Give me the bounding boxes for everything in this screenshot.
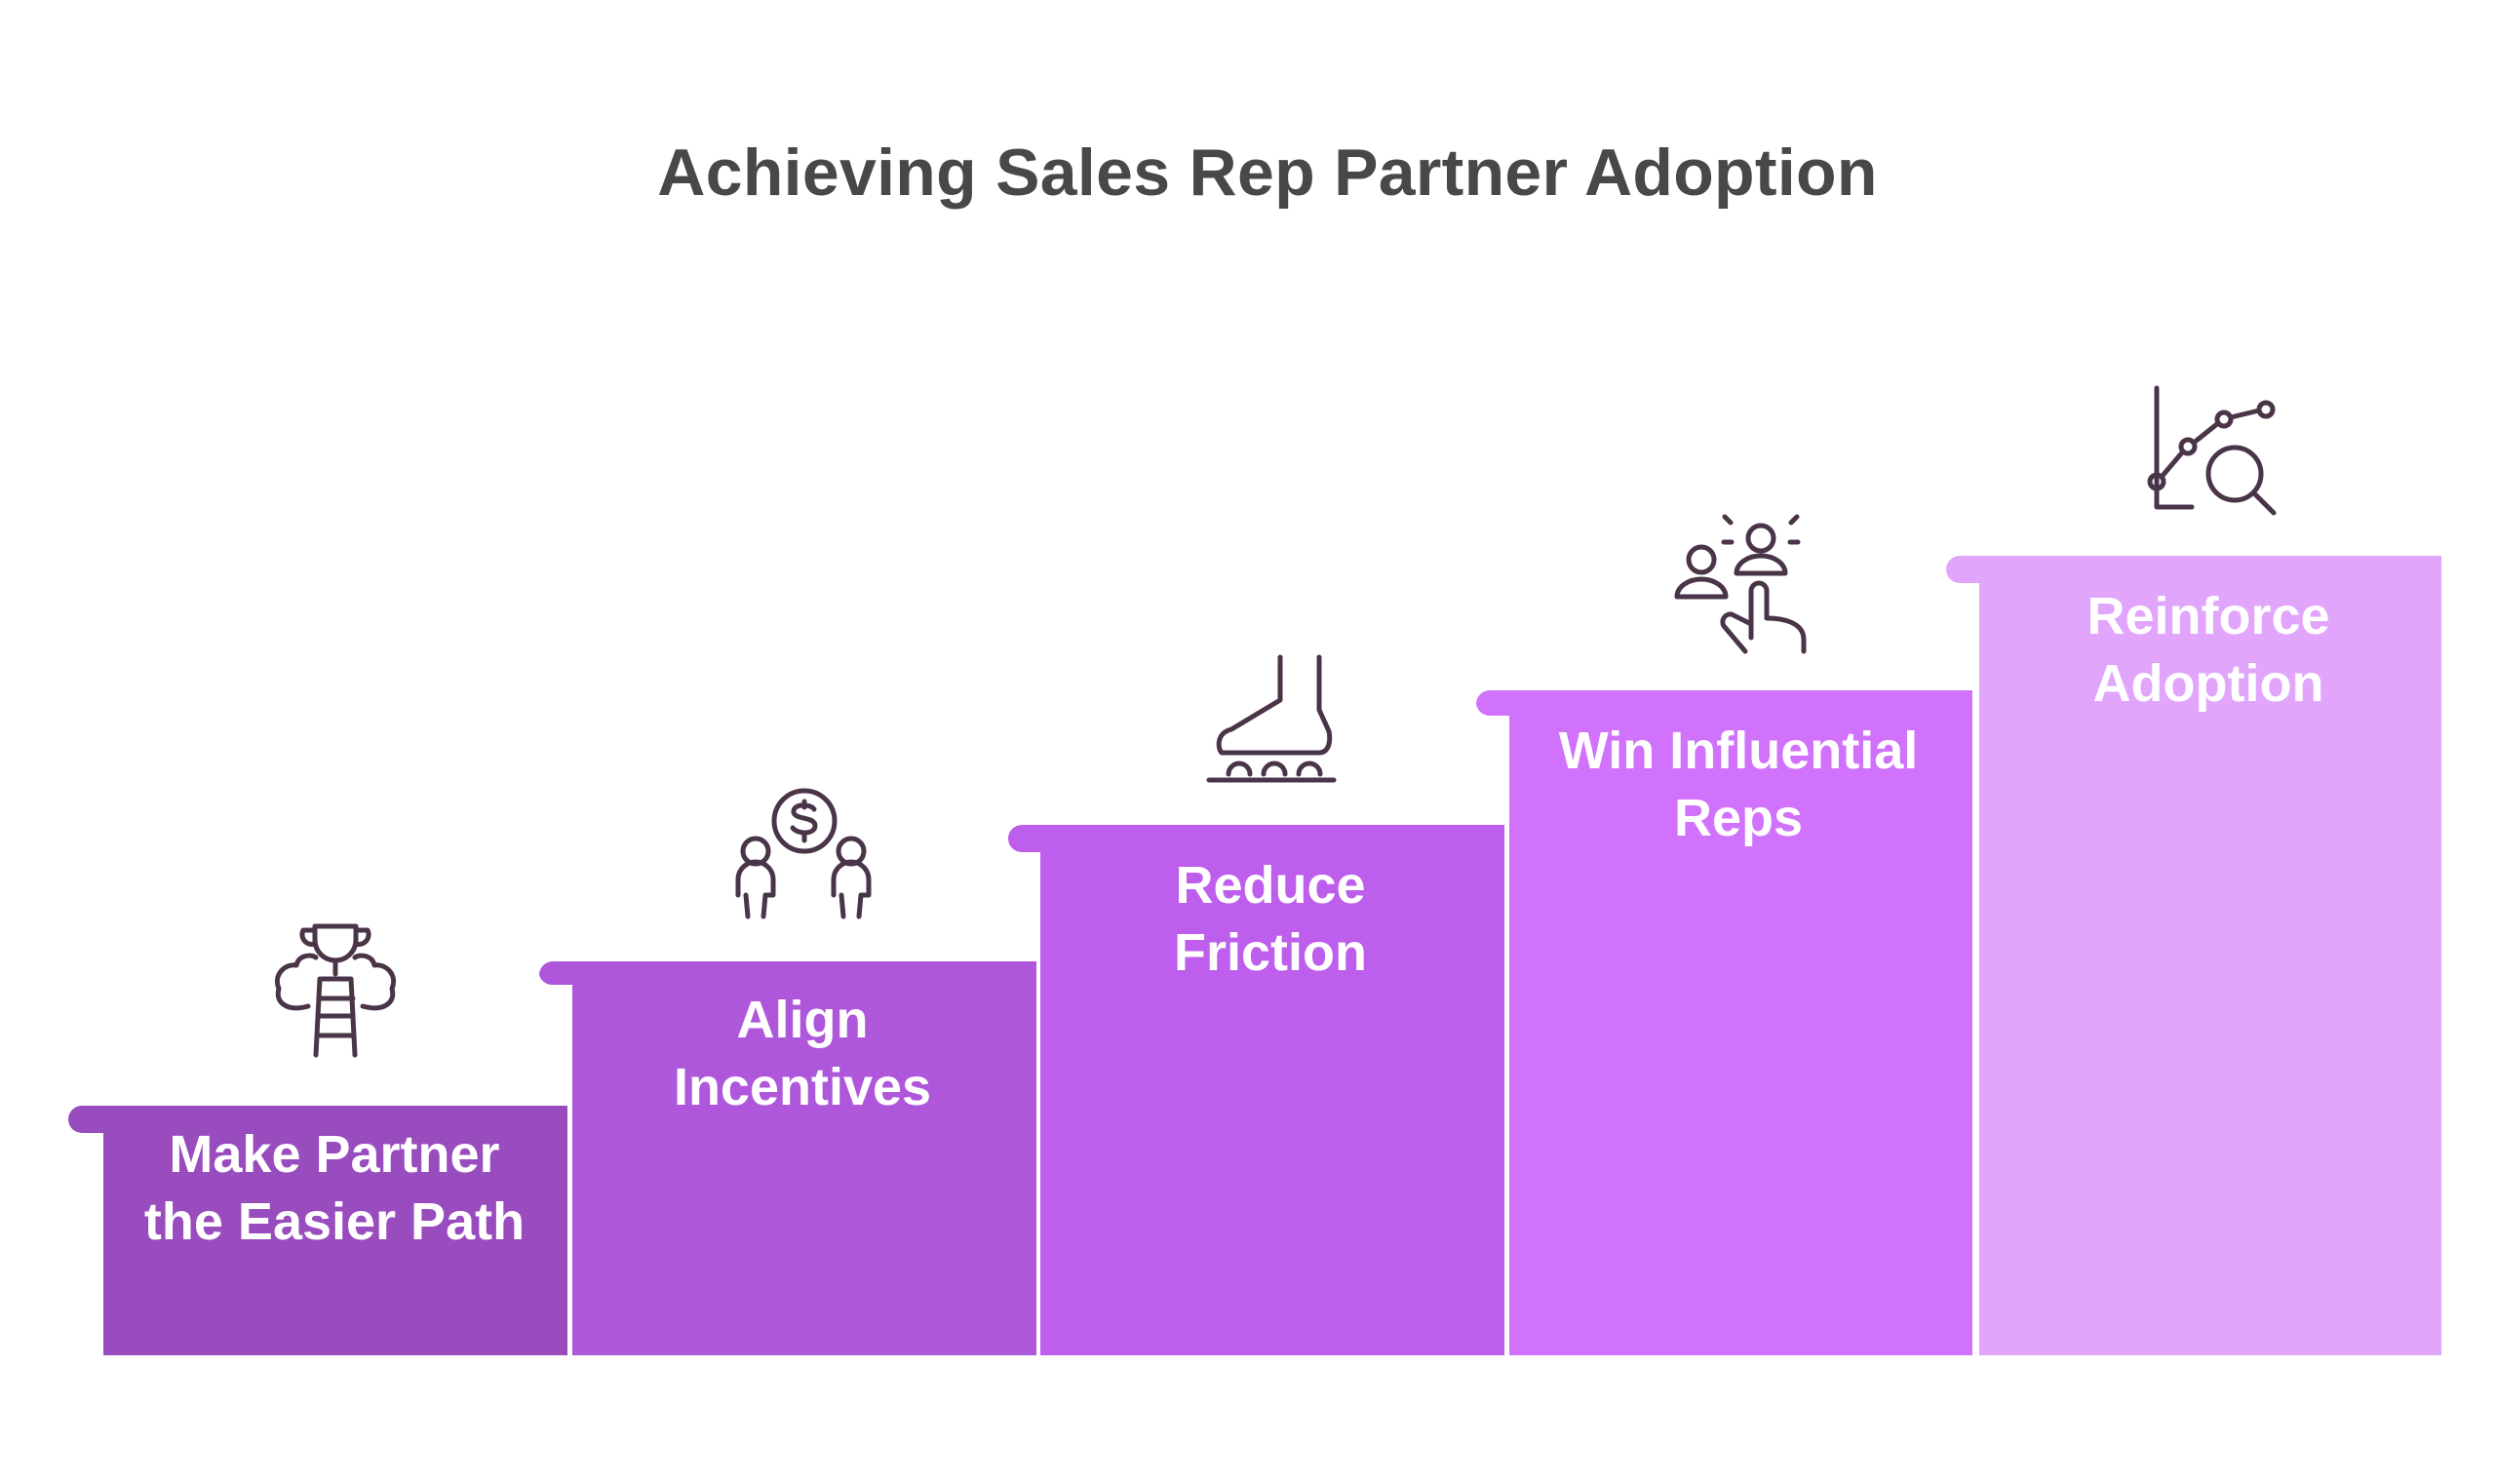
chart-magnifier-icon: [2147, 385, 2277, 516]
step-2-label-line-2: Incentives: [673, 1058, 932, 1116]
step-5-block: [1946, 556, 2441, 1355]
trophy-ladder-icon: [275, 923, 396, 1058]
step-3-label: Reduce Friction: [1041, 852, 1500, 987]
step-5: [1946, 385, 2441, 1355]
step-1: [68, 923, 567, 1355]
step-5-label-line-1: Reinforce: [2086, 587, 2330, 645]
step-5-label: Reinforce Adoption: [1979, 583, 2438, 718]
step-4-label: Win Influential Reps: [1509, 718, 1968, 852]
influencer-hand-icon: [1674, 514, 1807, 654]
step-1-label-line-2: the Easier Path: [143, 1192, 526, 1251]
step-2-block: [539, 961, 1036, 1355]
step-5-label-line-2: Adoption: [2092, 654, 2324, 713]
step-1-block: [68, 1106, 567, 1355]
roller-skate-foot-icon: [1206, 654, 1337, 783]
diagram-title: Achieving Sales Rep Partner Adoption: [657, 136, 1878, 210]
step-3-label-line-2: Friction: [1174, 923, 1367, 982]
dollar-people-icon: [735, 788, 872, 919]
step-3-label-line-1: Reduce: [1175, 856, 1366, 915]
step-4-label-line-1: Win Influential: [1558, 722, 1919, 780]
step-2-label: Align Incentives: [573, 987, 1032, 1121]
step-4: [1476, 514, 1972, 1355]
step-3: [1008, 654, 1504, 1355]
step-4-label-line-2: Reps: [1673, 789, 1804, 847]
step-1-label-line-1: Make Partner: [169, 1125, 500, 1184]
step-3-block: [1008, 825, 1504, 1355]
step-1-label: Make Partner the Easier Path: [105, 1121, 564, 1256]
step-2: [539, 788, 1036, 1355]
step-2-label-line-1: Align: [736, 991, 869, 1049]
step-4-block: [1476, 690, 1972, 1355]
